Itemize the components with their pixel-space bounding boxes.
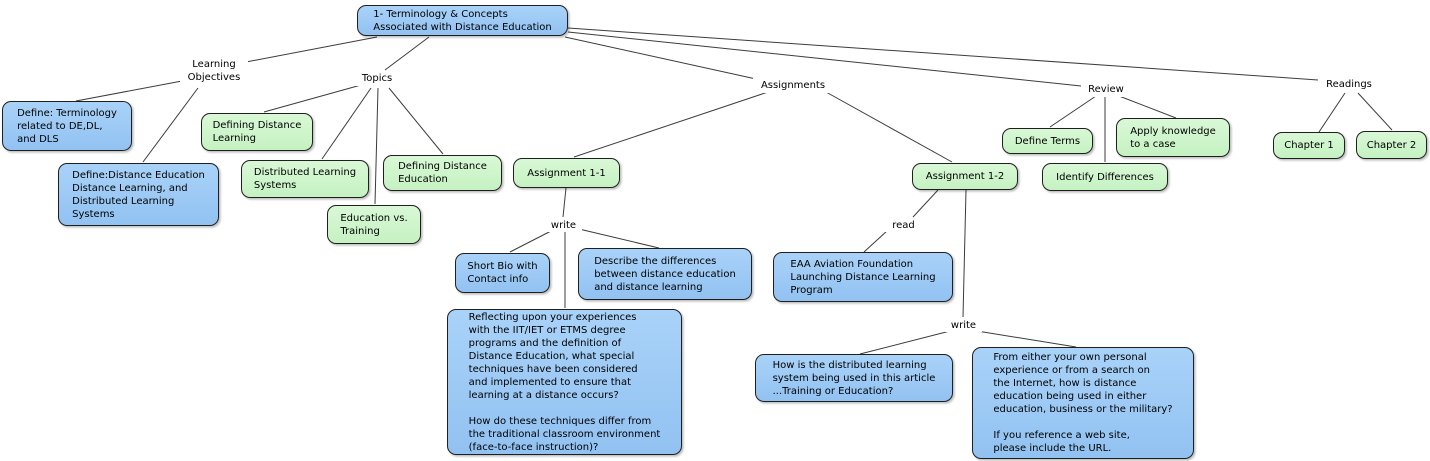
concept-define-terminology[interactable]: Define: Terminology related to DE,DL, an… bbox=[2, 101, 132, 151]
edge-write2-personal-experience bbox=[976, 330, 1077, 348]
concept-chapter-2[interactable]: Chapter 2 bbox=[1356, 131, 1427, 159]
label-review[interactable]: Review bbox=[1081, 82, 1131, 97]
concept-define-terms[interactable]: Define Terms bbox=[1002, 128, 1093, 154]
edge-assignment-1-2-read bbox=[912, 189, 939, 218]
label-readings[interactable]: Readings bbox=[1318, 77, 1380, 92]
label-write-assignment2[interactable]: write bbox=[945, 318, 982, 332]
concept-assignment-1-2[interactable]: Assignment 1-2 bbox=[912, 163, 1018, 190]
concept-assignment-1-1[interactable]: Assignment 1-1 bbox=[513, 158, 620, 188]
concept-apply-knowledge[interactable]: Apply knowledge to a case bbox=[1116, 118, 1230, 157]
label-write-assignment1[interactable]: write bbox=[545, 218, 582, 232]
edge-topics-distributed-learning-systems bbox=[321, 87, 372, 160]
edge-root-assignments bbox=[564, 36, 757, 80]
label-topics[interactable]: Topics bbox=[352, 71, 402, 86]
edge-assignments-assignment-1-2 bbox=[825, 91, 953, 163]
edge-topics-defining-distance-education bbox=[388, 87, 444, 155]
edge-topics-defining-distance-learning bbox=[263, 84, 362, 113]
concept-identify-differences[interactable]: Identify Differences bbox=[1042, 163, 1168, 191]
edge-topics-education-vs-training bbox=[374, 87, 379, 205]
edge-review-define-terms bbox=[1049, 95, 1097, 128]
label-read-assignment2[interactable]: read bbox=[885, 218, 922, 232]
edge-lo-define-de-dl-dls bbox=[142, 87, 199, 163]
edge-root-review bbox=[567, 31, 1082, 87]
edge-assignment-1-1-write bbox=[562, 187, 567, 218]
edge-read-eaa-aviation bbox=[863, 229, 889, 253]
edge-lo-define-terminology bbox=[75, 80, 183, 102]
edge-root-readings bbox=[567, 27, 1319, 81]
concept-describe-differences[interactable]: Describe the differences between distanc… bbox=[578, 248, 752, 300]
edge-root-topics bbox=[384, 36, 430, 71]
concept-define-de-dl-dls[interactable]: Define:Distance Education Distance Learn… bbox=[58, 163, 219, 226]
concept-defining-distance-education[interactable]: Defining Distance Education bbox=[383, 155, 502, 191]
concept-reflecting-question[interactable]: Reflecting upon your experiences with th… bbox=[447, 309, 682, 455]
edge-write1-describe-differences bbox=[578, 228, 660, 249]
concept-short-bio[interactable]: Short Bio with Contact info bbox=[455, 253, 550, 293]
edge-write1-short-bio bbox=[509, 230, 552, 253]
edge-assignment-1-2-write bbox=[962, 189, 967, 318]
concept-distributed-learning-systems[interactable]: Distributed Learning Systems bbox=[241, 160, 369, 198]
concept-from-personal-experience[interactable]: From either your own personal experience… bbox=[972, 347, 1194, 459]
edge-assignments-assignment-1-1 bbox=[573, 91, 769, 158]
label-assignments[interactable]: Assignments bbox=[753, 78, 833, 93]
concept-root[interactable]: 1- Terminology & Concepts Associated wit… bbox=[357, 5, 568, 36]
edge-readings-chapter-1 bbox=[1318, 92, 1346, 133]
edge-readings-chapter-2 bbox=[1357, 92, 1393, 131]
concept-eaa-aviation[interactable]: EAA Aviation Foundation Launching Distan… bbox=[773, 252, 953, 302]
concept-education-vs-training[interactable]: Education vs. Training bbox=[327, 205, 421, 244]
edge-review-apply-knowledge bbox=[1118, 95, 1177, 119]
concept-defining-distance-learning[interactable]: Defining Distance Learning bbox=[201, 113, 313, 151]
concept-how-distributed-learning-used[interactable]: How is the distributed learning system b… bbox=[755, 354, 953, 402]
edge-root-learning-objectives bbox=[245, 36, 378, 63]
concept-chapter-1[interactable]: Chapter 1 bbox=[1273, 132, 1345, 159]
edge-write2-how-used bbox=[859, 330, 951, 355]
label-learning-objectives[interactable]: Learning Objectives bbox=[180, 57, 248, 85]
